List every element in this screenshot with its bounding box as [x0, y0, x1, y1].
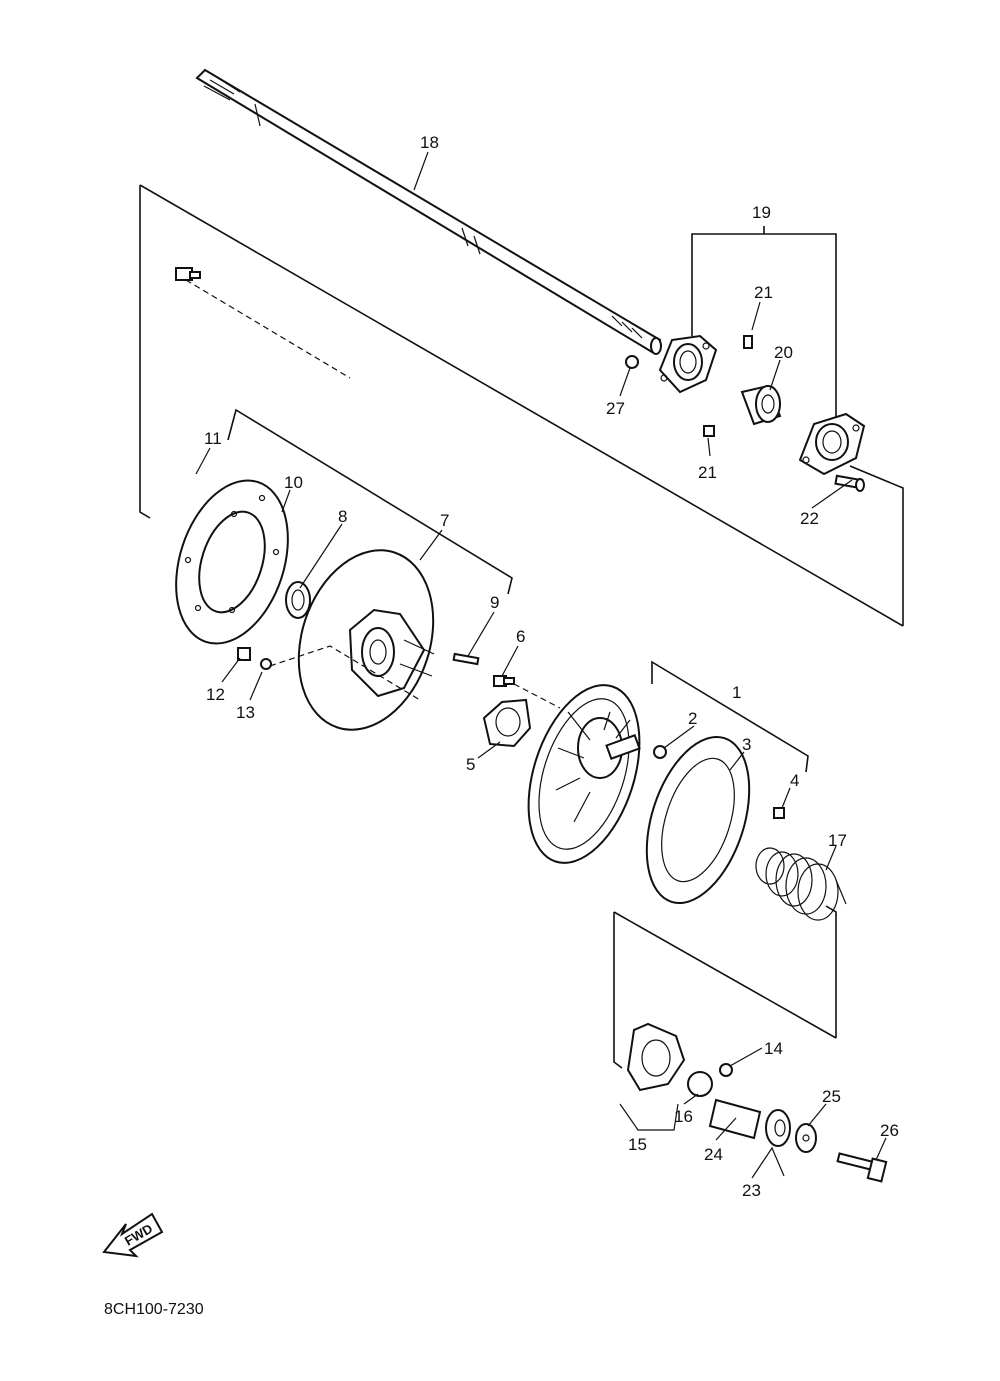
callout-22: 22 — [800, 509, 819, 528]
callout-21-lower: 21 — [698, 463, 717, 482]
bracket-15-left — [613, 912, 623, 1069]
bolt-4 — [773, 807, 785, 819]
fixed-sheave — [297, 549, 435, 731]
callout-8: 8 — [338, 507, 347, 526]
drawing-code: 8CH100-7230 — [104, 1301, 204, 1318]
bracket-7 — [227, 408, 513, 595]
washer-13 — [260, 658, 272, 670]
callout-19: 19 — [752, 203, 771, 222]
gasket — [482, 698, 532, 748]
callout-1: 1 — [732, 683, 741, 702]
callout-25: 24 — [704, 1145, 723, 1164]
bearing — [740, 384, 782, 426]
boundary-diagonal — [139, 184, 904, 627]
callout-7: 7 — [440, 511, 449, 530]
bushing — [687, 1071, 713, 1097]
nut-14 — [719, 1063, 733, 1077]
stud-bolt — [452, 652, 480, 666]
callout-2: 2 — [688, 709, 697, 728]
bracket-15-top — [613, 911, 837, 1039]
bolt-6 — [493, 675, 515, 687]
bolt-12 — [237, 647, 251, 661]
bearing-housing-upper — [658, 334, 718, 394]
callout-21-upper: 21 — [754, 283, 773, 302]
bearing-housing-lower — [798, 412, 866, 476]
bolt-11 — [175, 267, 201, 281]
movable-sheave — [527, 684, 641, 864]
callout-14: 14 — [764, 1039, 783, 1058]
nut-2 — [653, 745, 667, 759]
washer-26 — [795, 1123, 817, 1153]
callouts: 18 19 21 20 27 21 22 11 10 8 7 9 6 12 13… — [204, 133, 899, 1200]
callout-6: 6 — [516, 627, 525, 646]
nut — [625, 355, 639, 369]
callout-24: 23 — [742, 1181, 761, 1200]
oil-seal — [285, 581, 311, 619]
roller — [765, 1109, 791, 1147]
callout-26: 25 — [822, 1087, 841, 1106]
callout-9: 9 — [490, 593, 499, 612]
spring — [755, 847, 847, 921]
boundary-left — [139, 185, 151, 519]
callout-5: 5 — [466, 755, 475, 774]
cover-plate — [645, 735, 751, 905]
callout-3: 3 — [742, 735, 751, 754]
grease-nipple-lower — [703, 425, 715, 437]
callout-23: 27 — [606, 399, 625, 418]
bolt-22 — [834, 474, 865, 492]
callout-11: 11 — [204, 429, 222, 448]
callout-4: 4 — [790, 771, 799, 790]
leader-lines — [195, 151, 887, 1179]
shaft — [195, 68, 662, 355]
callout-18: 18 — [420, 133, 439, 152]
callout-27: 26 — [880, 1121, 899, 1140]
bracket-15-right — [825, 905, 837, 1038]
callout-20: 20 — [774, 343, 793, 362]
callout-15: 15 — [628, 1135, 647, 1154]
bolt-27 — [836, 1152, 888, 1183]
callout-12: 12 — [206, 685, 225, 704]
grease-nipple-upper — [743, 335, 753, 349]
boundary-right — [849, 465, 904, 626]
fwd-arrow-icon: FWD — [102, 1212, 164, 1258]
callout-10: 10 — [284, 473, 303, 492]
spider — [626, 1022, 686, 1092]
callout-16: 16 — [674, 1107, 693, 1126]
callout-17: 17 — [828, 831, 847, 850]
flange-disk — [175, 479, 289, 645]
bracket-1 — [651, 660, 809, 773]
callout-13: 13 — [236, 703, 255, 722]
